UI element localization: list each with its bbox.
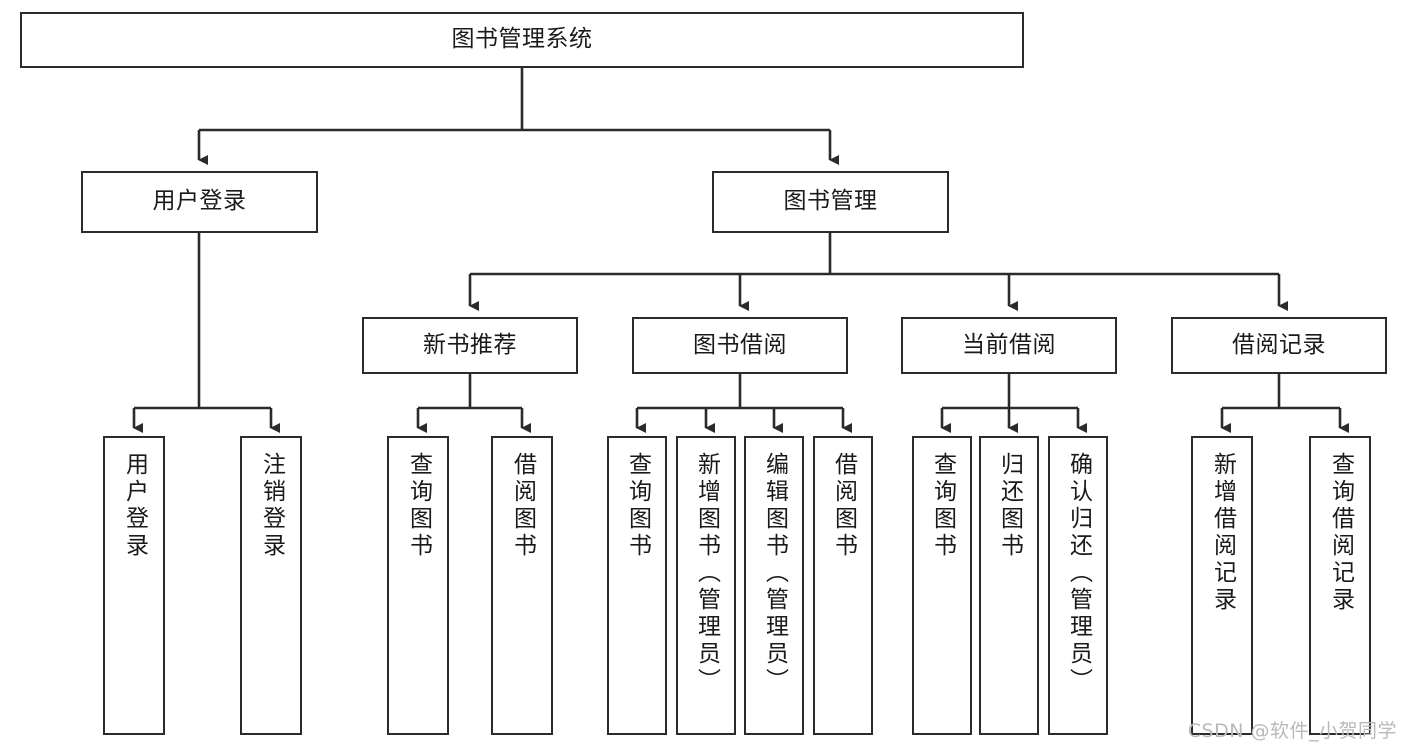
leaf-borrow-add-book-admin[interactable]: 新增图书（管理员） [676,436,736,735]
node-label: 归还图书 [996,452,1023,560]
node-label: 图书管理系统 [451,26,593,53]
node-label: 注销登录 [258,452,285,560]
node-borrow-record[interactable]: 借阅记录 [1171,317,1387,374]
node-label: 编辑图书（管理员） [761,452,788,695]
node-label: 借阅记录 [1232,331,1326,358]
leaf-recommend-query-book[interactable]: 查询图书 [387,436,449,735]
node-user-login[interactable]: 用户登录 [81,171,318,233]
leaf-current-confirm-return-admin[interactable]: 确认归还（管理员） [1048,436,1108,735]
leaf-record-add-record[interactable]: 新增借阅记录 [1191,436,1253,735]
node-label: 借阅图书 [830,452,857,560]
leaf-borrow-query-book[interactable]: 查询图书 [607,436,667,735]
node-label: 查询图书 [929,452,956,560]
node-label: 查询图书 [624,452,651,560]
node-label: 借阅图书 [509,452,536,560]
node-label: 新增借阅记录 [1209,452,1236,614]
leaf-user-login-login[interactable]: 用户登录 [103,436,165,735]
leaf-borrow-edit-book-admin[interactable]: 编辑图书（管理员） [744,436,804,735]
leaf-current-query-book[interactable]: 查询图书 [912,436,972,735]
node-label: 新增图书（管理员） [693,452,720,695]
node-label: 查询图书 [405,452,432,560]
node-label: 图书管理 [783,188,878,215]
node-label: 新书推荐 [423,331,517,358]
node-book-borrow[interactable]: 图书借阅 [632,317,848,374]
leaf-current-return-book[interactable]: 归还图书 [979,436,1039,735]
node-label: 用户登录 [152,188,247,215]
node-label: 图书借阅 [693,331,787,358]
leaf-user-login-logout[interactable]: 注销登录 [240,436,302,735]
node-label: 当前借阅 [962,331,1056,358]
leaf-borrow-borrow-book[interactable]: 借阅图书 [813,436,873,735]
leaf-record-query-record[interactable]: 查询借阅记录 [1309,436,1371,735]
node-label: 确认归还（管理员） [1065,452,1092,695]
watermark-text: CSDN @软件_小贺同学 [1187,720,1397,742]
node-root-system[interactable]: 图书管理系统 [20,12,1024,68]
node-current-borrow[interactable]: 当前借阅 [901,317,1117,374]
leaf-recommend-borrow-book[interactable]: 借阅图书 [491,436,553,735]
node-label: 查询借阅记录 [1327,452,1354,614]
node-book-management[interactable]: 图书管理 [712,171,949,233]
node-new-book-recommend[interactable]: 新书推荐 [362,317,578,374]
node-label: 用户登录 [121,452,148,560]
